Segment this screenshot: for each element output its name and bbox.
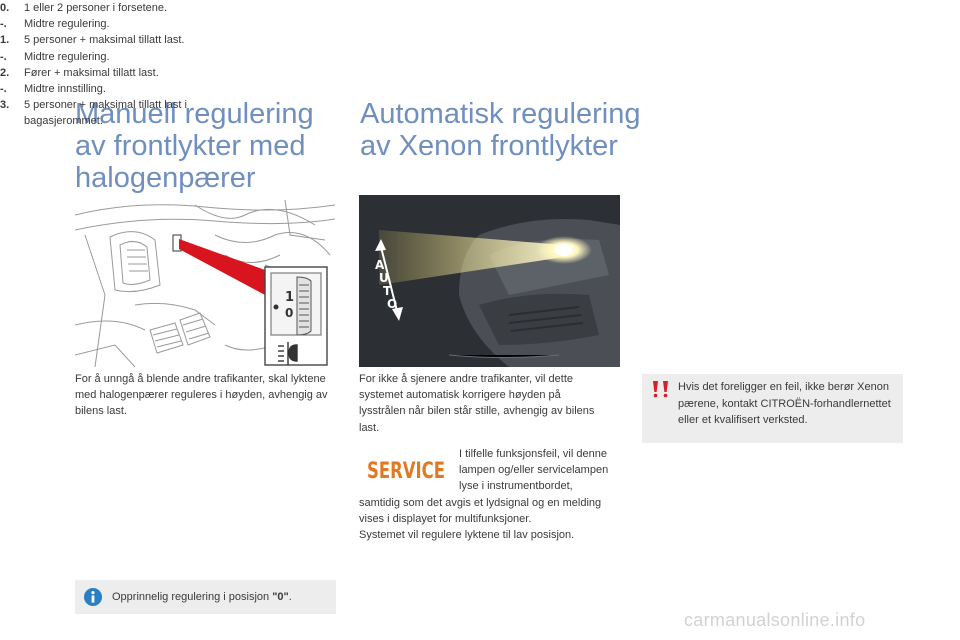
list-item: -. Midtre innstilling. — [0, 81, 262, 97]
list-item: 1. 5 personer + maksimal tillatt last. — [0, 32, 262, 48]
warning-note-text: Hvis det foreligger en feil, ikke berør … — [678, 381, 891, 427]
warning-exclamation-icon — [653, 381, 668, 398]
list-item: 3. 5 personer + maksimal tillatt last i b… — [0, 97, 262, 129]
left-intro-text: For å unngå å blende andre trafikanter, … — [75, 373, 328, 418]
list-marker: 3. — [0, 99, 10, 112]
title-line: av frontlykter med — [75, 130, 306, 162]
list-item: 2. Fører + maksimal tillatt last. — [0, 65, 262, 81]
info-note-initial-setting: Opprinnelig regulering i posisjon "0". — [75, 580, 336, 614]
info-note-text: Opprinnelig regulering i posisjon "0". — [112, 590, 292, 604]
info-note-position: "0" — [272, 591, 289, 603]
low-position-text: Systemet vil regulere lyktene til lav po… — [359, 529, 575, 542]
malfunction-paragraph: I tilfelle funksjonsfeil, vil denne lamp… — [359, 446, 609, 543]
title-line: Automatisk regulering — [360, 98, 641, 130]
list-marker: -. — [0, 83, 7, 96]
info-note-main: Opprinnelig regulering i posisjon — [112, 591, 273, 603]
title-line: halogenpærer — [75, 162, 256, 194]
list-marker: -. — [0, 18, 7, 31]
watermark: carmanualsonline.info — [684, 610, 866, 630]
title-automatic-xenon-adjustment: Automatisk regulering av Xenon frontlykt… — [360, 98, 640, 162]
list-text: Fører + maksimal tillatt last. — [24, 66, 159, 79]
malfunction-text: I tilfelle funksjonsfeil, vil denne lamp… — [359, 448, 609, 525]
list-text: Midtre regulering. — [24, 50, 110, 63]
auto-letter-u: U — [379, 271, 389, 285]
warning-note-xenon: Hvis det foreligger en feil, ikke berør … — [642, 374, 903, 443]
list-text: 5 personer + maksimal tillatt last. — [24, 34, 185, 47]
info-icon — [84, 588, 102, 606]
list-marker: -. — [0, 50, 7, 63]
auto-letter-t: T — [383, 284, 392, 298]
list-item: 0. 1 eller 2 personer i forsetene. — [0, 0, 262, 16]
list-text: 1 eller 2 personer i forsetene. — [24, 2, 168, 14]
list-text: Midtre regulering. — [24, 18, 110, 31]
auto-letter-o: O — [387, 297, 397, 311]
info-note-end: . — [288, 591, 292, 603]
dial-label-0: 0 — [285, 306, 293, 320]
right-intro-text: For ikke å sjenere andre trafikanter, vi… — [359, 373, 595, 434]
dashboard-line-drawing: 1 0 — [75, 199, 335, 367]
list-text: Midtre innstilling. — [24, 83, 106, 96]
xenon-headlight-illustration: A U T O — [359, 195, 620, 367]
headlight-drawing: A U T O — [359, 195, 620, 367]
dial-label-1: 1 — [285, 290, 294, 305]
list-item: -. Midtre regulering. — [0, 49, 262, 65]
list-text: 5 personer + maksimal tillatt last i bag… — [24, 99, 187, 128]
title-line: av Xenon frontlykter — [360, 130, 618, 162]
list-marker: 0. — [0, 2, 10, 14]
service-warning-lamp-icon: SERVICE — [367, 459, 445, 482]
headlamp-level-icon — [278, 342, 298, 365]
list-marker: 2. — [0, 66, 10, 79]
list-marker: 1. — [0, 34, 10, 47]
load-position-list: 0. 1 eller 2 personer i forsetene. -. Midt… — [0, 0, 262, 130]
list-item: -. Midtre regulering. — [0, 16, 262, 32]
service-logo-text: SERVICE — [367, 459, 445, 482]
title-line: Manuell regulering — [75, 98, 314, 130]
auto-letter-a: A — [375, 258, 385, 272]
title-manual-headlamp-adjustment: Manuell regulering av frontlykter med ha… — [75, 98, 314, 194]
dashboard-dial-illustration: 1 0 — [75, 195, 335, 367]
